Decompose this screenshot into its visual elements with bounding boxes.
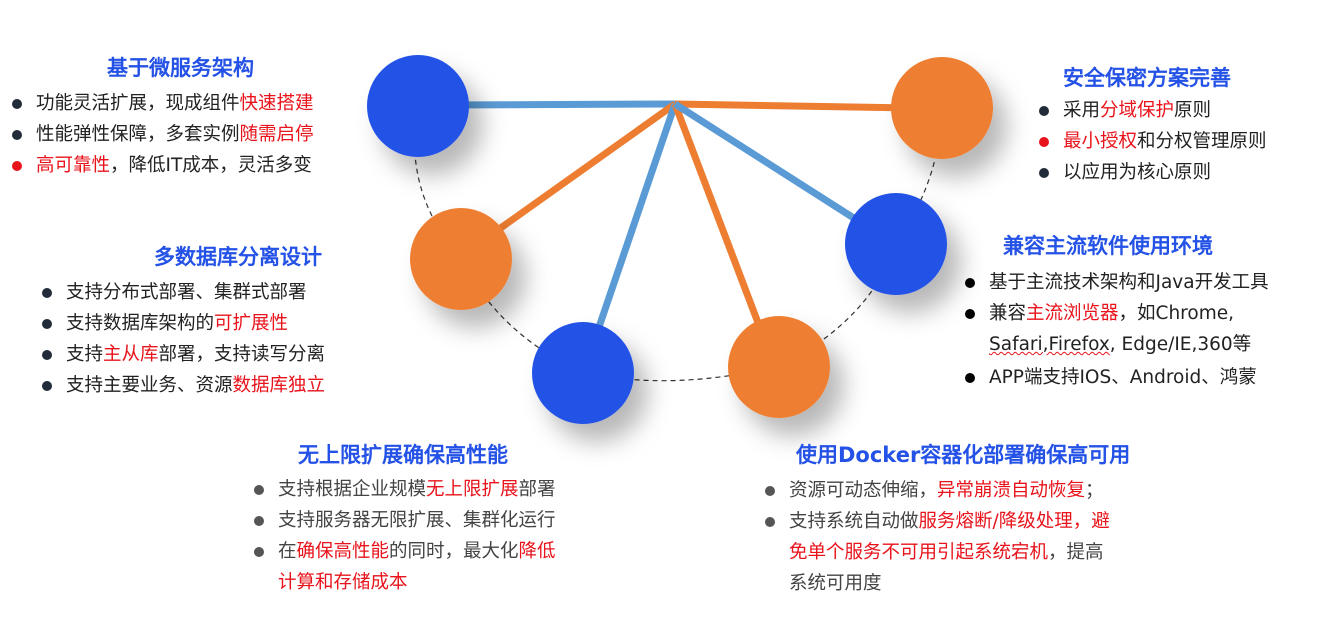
node-security [891,57,993,159]
bullet-list: 资源可动态伸缩，异常崩溃自动恢复； 支持系统自动做服务熔断/降级处理，避 [763,475,1193,537]
node-compat [845,193,947,295]
spoke-scaling [594,102,679,332]
list-item-continuation: Safari,Firefox, Edge/IE,360等 [989,334,1252,355]
nodes [367,55,993,424]
section-docker: 使用Docker容器化部署确保高可用 资源可动态伸缩，异常崩溃自动恢复； 支持系… [763,441,1193,599]
section-title: 使用Docker容器化部署确保高可用 [796,443,1131,467]
section-scaling: 无上限扩展确保高性能 支持根据企业规模无上限扩展部署 支持服务器无限扩展、集群化… [252,441,652,598]
section-security: 安全保密方案完善 采用分域保护原则 最小授权和分权管理原则 以应用为核心原则 [1037,64,1332,188]
list-item: 支持根据企业规模无上限扩展部署 [252,474,652,505]
list-item: 支持数据库架构的可扩展性 [40,308,410,339]
spoke-microservice [449,100,676,109]
list-item: 支持服务器无限扩展、集群化运行 [252,505,652,536]
list-item: 性能弹性保障，多套实例随需启停 [10,119,370,150]
section-compat: 兼容主流软件使用环境 基于主流技术架构和Java开发工具 兼容主流浏览器，如Ch… [963,232,1333,393]
list-item: 资源可动态伸缩，异常崩溃自动恢复； [763,475,1193,506]
list-item: 高可靠性，降低IT成本，灵活多变 [10,150,370,181]
bullet-list: 支持分布式部署、集群式部署 支持数据库架构的可扩展性 支持主从库部署，支持读写分… [40,277,410,401]
section-microservice: 基于微服务架构 功能灵活扩展，现成组件快速搭建 性能弹性保障，多套实例随需启停 … [10,54,370,181]
list-item-continuation: 免单个服务不可用引起系统宕机，提高 [789,542,1104,563]
list-item: 在确保高性能的同时，最大化降低 [252,536,652,567]
spoke-database [492,101,678,235]
list-item-continuation: 计算和存储成本 [278,572,408,593]
bullet-list: APP端支持IOS、Android、鸿蒙 [963,362,1333,393]
list-item: 最小授权和分权管理原则 [1037,126,1332,157]
bullet-list: 采用分域保护原则 最小授权和分权管理原则 以应用为核心原则 [1037,95,1332,188]
spoke-compat [673,101,862,225]
section-title: 多数据库分离设计 [154,245,322,269]
list-item: 支持分布式部署、集群式部署 [40,277,410,308]
list-item: 支持主要业务、资源数据库独立 [40,370,410,401]
list-item: 兼容主流浏览器，如Chrome, [963,298,1333,329]
bullet-list: 功能灵活扩展，现成组件快速搭建 性能弹性保障，多套实例随需启停 高可靠性，降低I… [10,88,370,181]
list-item: 以应用为核心原则 [1037,157,1332,188]
node-microservice [367,55,469,157]
section-title: 兼容主流软件使用环境 [1003,234,1213,258]
spokes [449,100,911,332]
list-item: 支持主从库部署，支持读写分离 [40,339,410,370]
node-docker [728,316,830,418]
list-item: 支持系统自动做服务熔断/降级处理，避 [763,506,1193,537]
list-item: 功能灵活扩展，现成组件快速搭建 [10,88,370,119]
bullet-list: 支持根据企业规模无上限扩展部署 支持服务器无限扩展、集群化运行 在确保高性能的同… [252,474,652,567]
section-title: 安全保密方案完善 [1063,66,1231,90]
list-item-continuation: 系统可用度 [789,573,882,594]
node-database [410,208,512,310]
section-title: 基于微服务架构 [107,56,254,80]
node-scaling [532,322,634,424]
spoke-security [674,100,911,112]
list-item: 基于主流技术架构和Java开发工具 [963,267,1333,298]
list-item: 采用分域保护原则 [1037,95,1332,126]
spoke-docker [671,102,764,330]
section-database: 多数据库分离设计 支持分布式部署、集群式部署 支持数据库架构的可扩展性 支持主从… [40,243,410,401]
list-item: APP端支持IOS、Android、鸿蒙 [963,362,1333,393]
bullet-list: 基于主流技术架构和Java开发工具 兼容主流浏览器，如Chrome, [963,267,1333,329]
section-title: 无上限扩展确保高性能 [298,443,508,467]
